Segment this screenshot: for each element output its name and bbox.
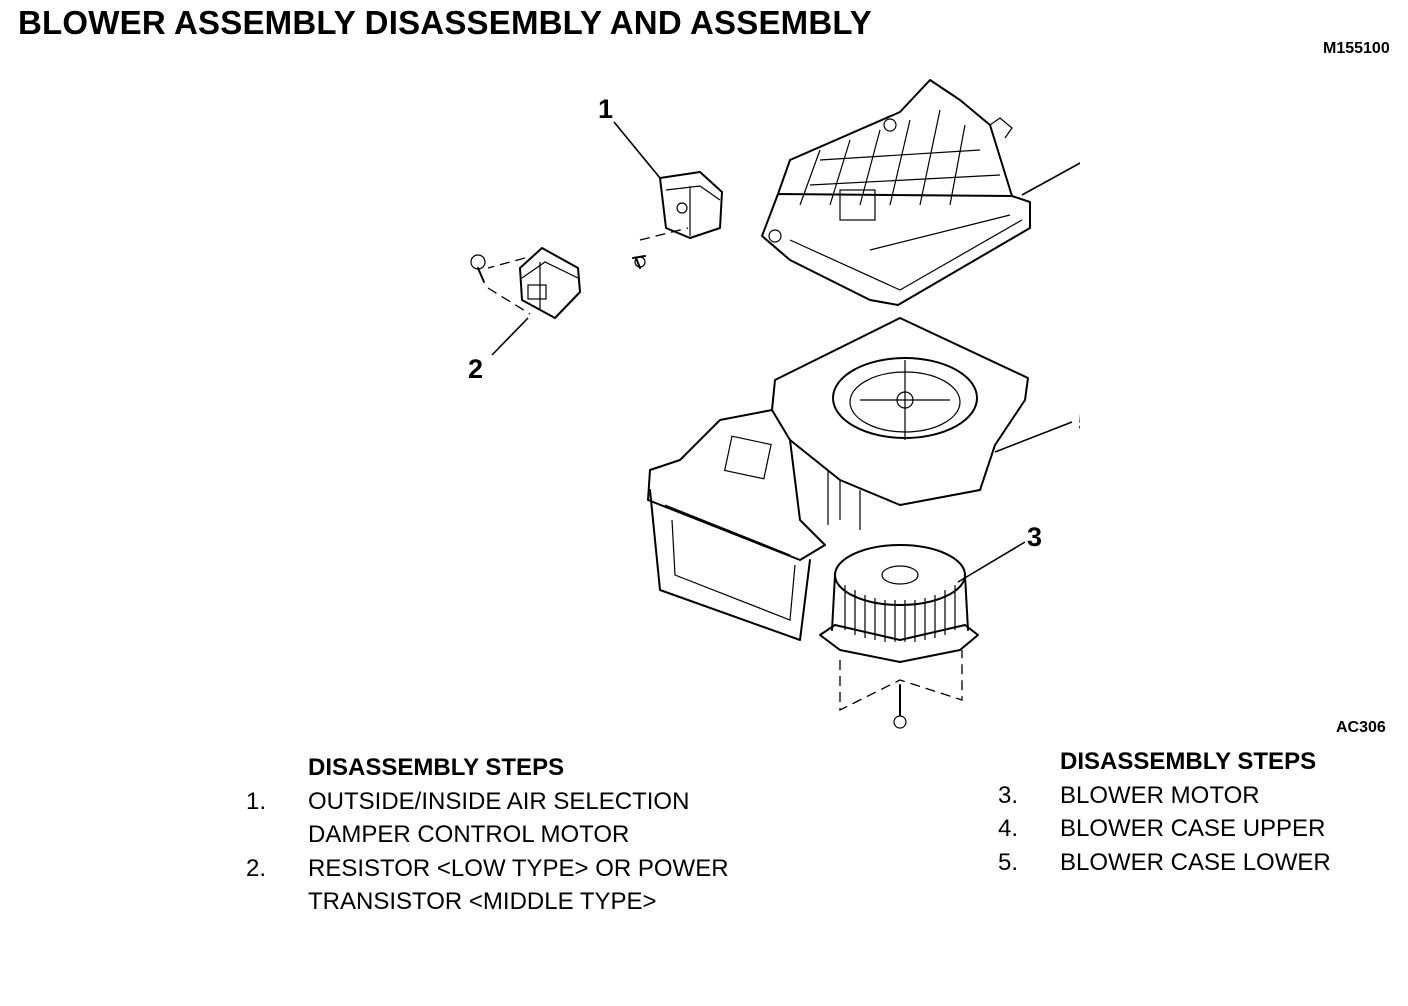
step-number: 5. [998, 848, 1019, 876]
step-number: 3. [998, 781, 1019, 809]
step-number: 4. [998, 815, 1019, 842]
steps-list-left: DISASSEMBLY STEPS 1. OUTSIDE/INSIDE AIR … [246, 751, 766, 919]
step-text: OUTSIDE/INSIDE AIR SELECTION DAMPER CONT… [308, 787, 690, 849]
callout-2: 2 [468, 354, 483, 384]
step-number: 1. [246, 787, 267, 815]
step-item: 1. OUTSIDE/INSIDE AIR SELECTION DAMPER C… [246, 785, 766, 852]
callout-5: 5 [1078, 407, 1080, 437]
page-title: BLOWER ASSEMBLY DISASSEMBLY AND ASSEMBLY [18, 4, 872, 41]
step-item: 5. BLOWER CASE LOWER [998, 846, 1403, 880]
document-code: M155100 [1323, 40, 1390, 57]
leader-line-4 [1021, 162, 1080, 196]
blower-case-upper-drawing [761, 79, 1031, 306]
blower-case-lower-drawing [647, 317, 1029, 641]
damper-control-motor-drawing [632, 171, 723, 269]
step-number: 2. [246, 854, 267, 882]
leader-line-3 [957, 541, 1026, 583]
leader-line-1 [613, 121, 661, 179]
step-text: RESISTOR <LOW TYPE> OR POWER TRANSISTOR … [308, 854, 729, 916]
figure-code: AC306 [1336, 719, 1386, 736]
resistor-drawing [470, 247, 581, 319]
step-item: 2. RESISTOR <LOW TYPE> OR POWER TRANSIST… [246, 852, 766, 919]
step-text: BLOWER CASE LOWER [1060, 848, 1331, 876]
leader-line-5 [994, 421, 1073, 453]
step-text: BLOWER MOTOR [1060, 781, 1260, 809]
steps-heading: DISASSEMBLY STEPS [1060, 748, 1317, 775]
steps-heading: DISASSEMBLY STEPS [308, 754, 565, 781]
step-text: BLOWER CASE UPPER [1060, 815, 1326, 842]
blower-motor-drawing [819, 544, 979, 729]
step-item: 4. BLOWER CASE UPPER [998, 812, 1403, 846]
callout-1: 1 [598, 94, 613, 124]
callout-3: 3 [1027, 522, 1042, 552]
exploded-view-diagram: 1 2 3 4 5 [468, 79, 1080, 729]
leader-line-2 [491, 317, 529, 356]
steps-list-right: DISASSEMBLY STEPS 3. BLOWER MOTOR 4. BLO… [998, 745, 1403, 879]
step-item: 3. BLOWER MOTOR [998, 779, 1403, 813]
